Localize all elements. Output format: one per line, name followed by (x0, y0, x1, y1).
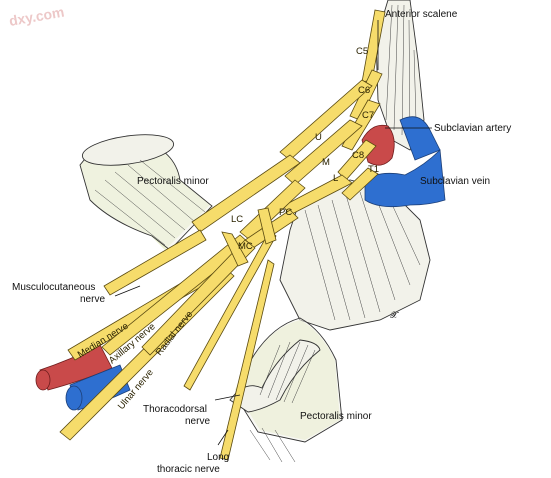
cord-posterior-label: PC (279, 207, 292, 218)
pectoralis-minor-lower-label: Pectoralis minor (300, 411, 372, 422)
cord-labels: LC PC MC (231, 207, 292, 252)
subclavian-artery (361, 124, 395, 166)
long-thoracic-label-line1: Long (207, 452, 229, 463)
trunk-upper-label: U (315, 132, 322, 143)
pectoralis-minor-lower (229, 317, 343, 463)
root-c5-label: C5 (356, 46, 368, 57)
subclavian-artery-label: Subclavian artery (434, 123, 511, 134)
leader-lines (114, 20, 432, 446)
long-thoracic-label-line2: thoracic nerve (157, 464, 220, 475)
trunk-labels: U M L (315, 132, 338, 184)
axillary-vessels (35, 344, 131, 411)
trunk-lower-label: L (333, 173, 338, 184)
musculocutaneous-label-line1: Musculocutaneous (12, 282, 95, 293)
cord-medial-label: MC (238, 241, 253, 252)
anterior-scalene-muscle (375, 0, 425, 151)
anterior-scalene-label: Anterior scalene (385, 9, 458, 20)
pectoralis-minor-upper (79, 134, 213, 251)
thoracodorsal-label-line1: Thoracodorsal (143, 404, 207, 415)
root-c7-label: C7 (362, 110, 374, 121)
root-c6-label: C6 (358, 85, 370, 96)
musculocutaneous-label-line2: nerve (80, 294, 105, 305)
root-labels: C5 C6 C7 C8 T1 (352, 46, 379, 175)
artist-signature: 𝒳 (390, 310, 399, 320)
trunk-middle-label: M (322, 157, 330, 168)
cord-lateral-label: LC (231, 214, 243, 225)
subclavian-vein-label: Subclavian vein (420, 176, 490, 187)
root-t1-label: T1 (368, 164, 379, 175)
thoracodorsal-label-line2: nerve (185, 416, 210, 427)
brachial-plexus (59, 9, 386, 461)
root-c8-label: C8 (352, 150, 364, 161)
fascia-mass (279, 179, 431, 331)
subclavian-vein (364, 116, 446, 208)
watermark: dxy.com (8, 4, 66, 29)
pectoralis-minor-upper-label: Pectoralis minor (137, 176, 209, 187)
